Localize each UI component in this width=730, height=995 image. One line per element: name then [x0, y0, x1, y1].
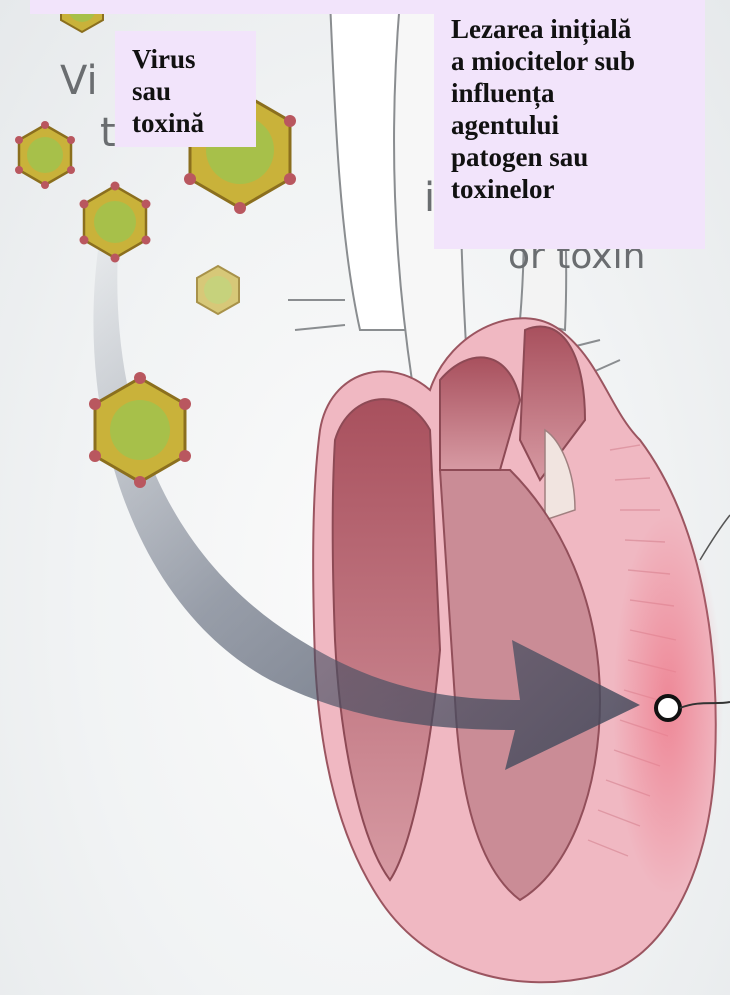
- label-line: toxină: [132, 107, 256, 139]
- label-line: sau: [132, 75, 256, 107]
- virus-particle-small-2: [15, 121, 75, 189]
- label-line: patogen sau: [451, 141, 705, 173]
- virus-particle-small-1: [80, 182, 151, 263]
- background-text-vi: Vi: [60, 58, 98, 104]
- background-text-t: t: [100, 110, 116, 156]
- label-line: agentului: [451, 109, 705, 141]
- label-line: a miocitelor sub: [451, 45, 705, 77]
- label-line: influența: [451, 77, 705, 109]
- label-virus-or-toxin: Virus sau toxină: [115, 31, 256, 147]
- label-line: Lezarea inițială: [451, 13, 705, 45]
- label-initial-myocyte-injury: Lezarea inițială a miocitelor sub influe…: [434, 0, 705, 249]
- virus-particle-small-3: [197, 266, 239, 314]
- leader-line-upper: [700, 515, 730, 560]
- label-line: Virus: [132, 43, 256, 75]
- lesion-marker: [656, 696, 680, 720]
- label-line: toxinelor: [451, 173, 705, 205]
